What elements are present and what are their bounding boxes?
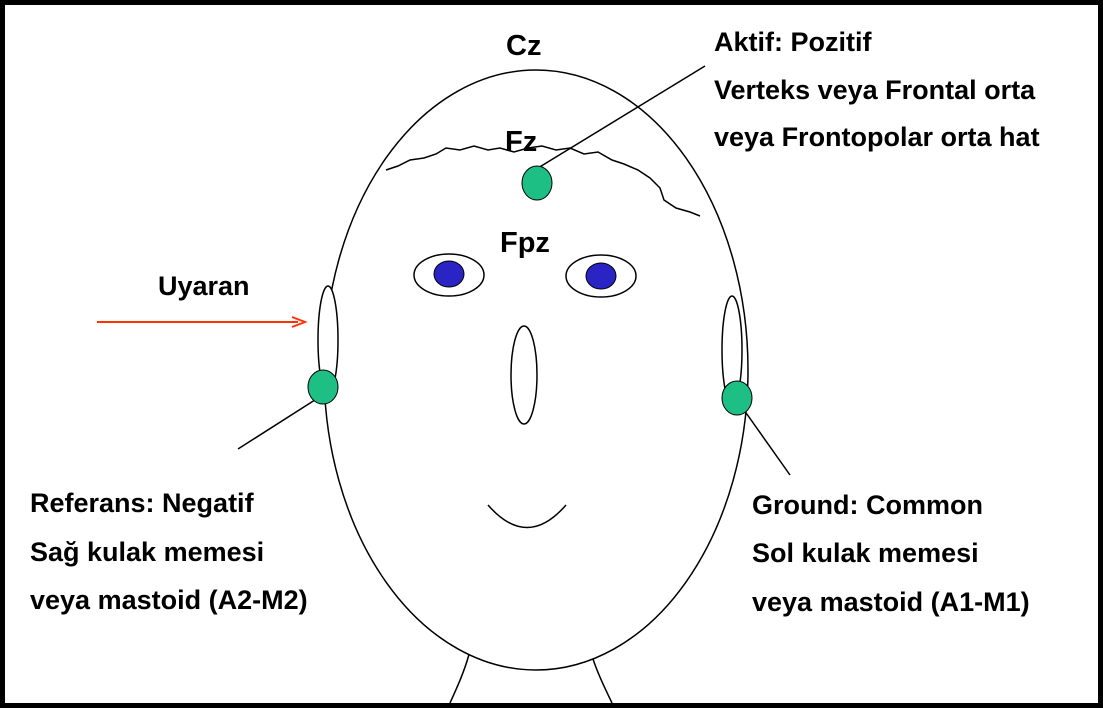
reference-note-title: Referans: Negatif — [30, 488, 255, 518]
cz-label: Cz — [506, 30, 541, 62]
active-note-title: Aktif: Pozitif — [714, 27, 872, 57]
stimulus-label: Uyaran — [158, 271, 250, 301]
fz-electrode-icon — [522, 166, 552, 200]
fz-label: Fz — [505, 126, 537, 158]
fpz-label: Fpz — [500, 227, 550, 259]
nose — [511, 326, 537, 424]
reference-leader-line — [238, 398, 318, 449]
reference-note-line3: veya mastoid (A2-M2) — [30, 585, 308, 615]
left-pupil-icon — [586, 263, 616, 289]
active-note-line2: Verteks veya Frontal orta — [714, 75, 1036, 105]
ground-note-line2: Sol kulak memesi — [752, 538, 979, 568]
a1-electrode-icon — [722, 381, 752, 415]
active-note-line3: veya Frontopolar orta hat — [714, 122, 1040, 152]
ground-note-line3: veya mastoid (A1-M1) — [752, 587, 1030, 617]
right-pupil-icon — [434, 261, 464, 287]
reference-note-line2: Sağ kulak memesi — [30, 537, 264, 567]
ground-leader-line — [744, 410, 790, 475]
ground-note-title: Ground: Common — [752, 490, 983, 520]
a2-electrode-icon — [308, 370, 338, 404]
